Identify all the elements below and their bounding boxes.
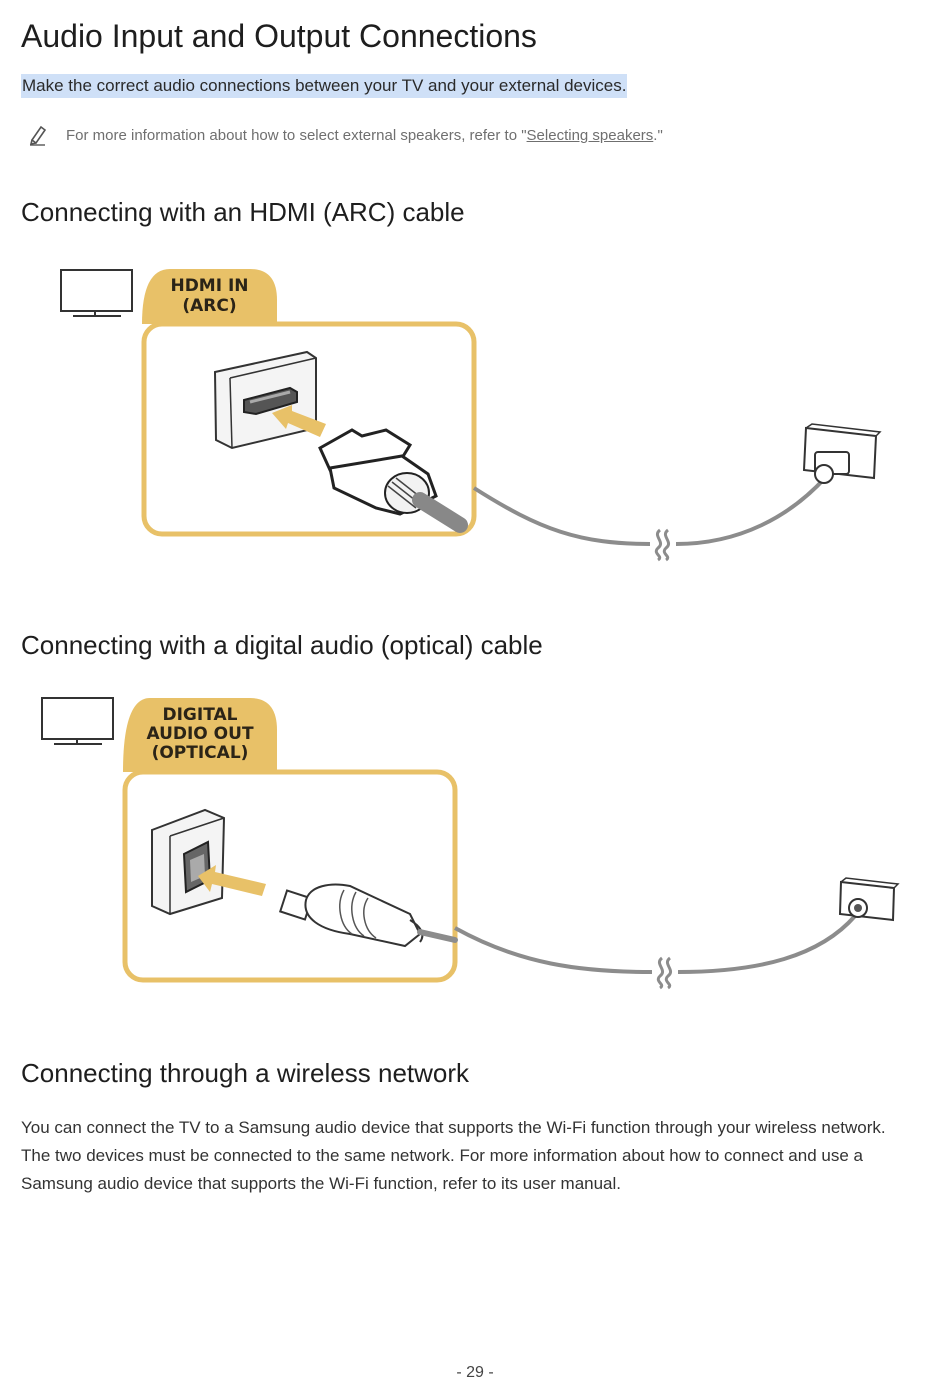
page-number: - 29 - xyxy=(456,1364,494,1381)
pencil-icon xyxy=(29,125,47,146)
wireless-body-text: You can connect the TV to a Samsung audi… xyxy=(21,1114,921,1198)
port-label-line: (ARC) xyxy=(182,296,237,316)
optical-connection-diagram xyxy=(41,697,900,990)
intro-text: Make the correct audio connections betwe… xyxy=(21,74,628,98)
cable-break-icon xyxy=(654,528,671,562)
section-heading-wireless: Connecting through a wireless network xyxy=(21,1058,470,1088)
note-suffix: ." xyxy=(653,127,663,144)
note-prefix: For more information about how to select… xyxy=(66,127,527,144)
cable-break-icon xyxy=(656,956,673,990)
hdmi-connection-diagram xyxy=(60,269,882,562)
optical-port-icon xyxy=(151,808,226,916)
body-line: You can connect the TV to a Samsung audi… xyxy=(21,1118,886,1137)
body-line: Samsung audio device that supports the W… xyxy=(21,1174,622,1193)
cable xyxy=(454,926,653,974)
port-label-line: DIGITAL xyxy=(162,705,238,725)
optical-port-label: DIGITAL AUDIO OUT (OPTICAL) xyxy=(123,706,277,763)
port-label-line: (OPTICAL) xyxy=(151,743,249,763)
note-text: For more information about how to select… xyxy=(66,127,663,144)
arrow-icon xyxy=(272,405,326,437)
tv-icon xyxy=(60,269,133,317)
cable xyxy=(472,486,651,546)
optical-plug xyxy=(278,883,458,948)
section-heading-optical: Connecting with a digital audio (optical… xyxy=(21,630,543,660)
port-label-tab xyxy=(142,269,277,324)
hdmi-port-label: HDMI IN (ARC) xyxy=(142,276,277,316)
port-label-tab xyxy=(123,698,277,772)
port-label-line: AUDIO OUT xyxy=(146,724,254,744)
device-hdmi-port xyxy=(802,423,882,484)
page-title: Audio Input and Output Connections xyxy=(21,18,537,54)
body-line: The two devices must be connected to the… xyxy=(21,1146,863,1165)
port-label-line: HDMI IN xyxy=(170,276,249,296)
arrow-icon xyxy=(198,865,266,896)
tv-icon xyxy=(41,697,114,745)
selecting-speakers-link[interactable]: Selecting speakers xyxy=(526,127,654,144)
section-heading-hdmi: Connecting with an HDMI (ARC) cable xyxy=(21,197,465,227)
hdmi-plug xyxy=(318,428,468,533)
device-optical-port xyxy=(838,877,900,922)
